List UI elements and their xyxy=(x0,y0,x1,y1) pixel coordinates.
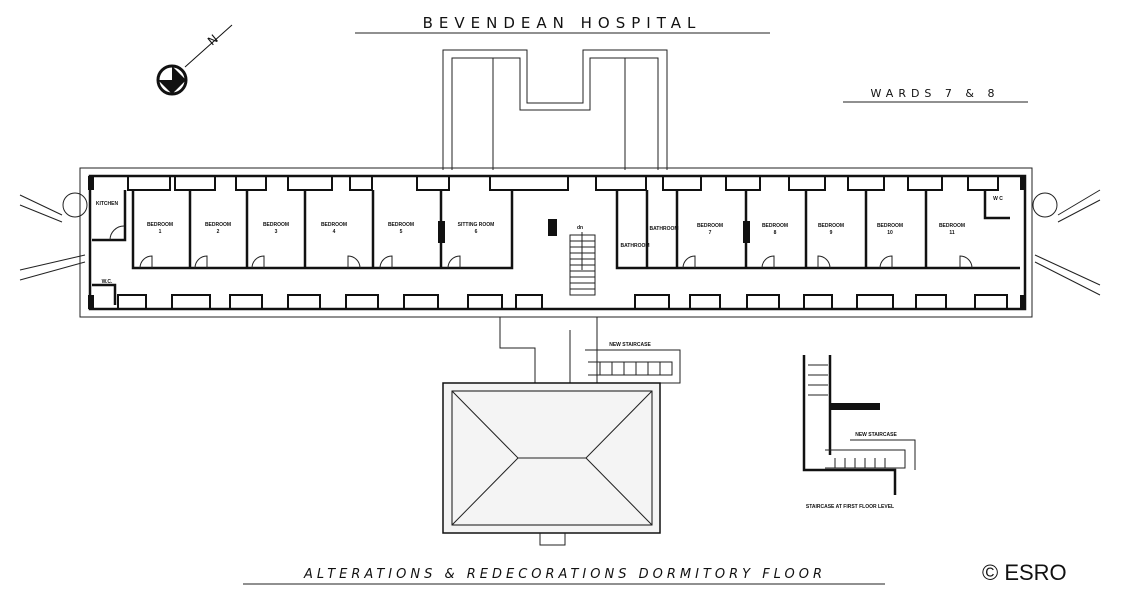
svg-text:11: 11 xyxy=(949,230,955,236)
svg-text:8: 8 xyxy=(774,230,777,236)
wards-subtitle: WARDS 7 & 8 xyxy=(871,87,1000,100)
wc-left-label: W.C. xyxy=(102,279,113,285)
svg-text:3: 3 xyxy=(275,229,278,235)
compass-north-label: N xyxy=(205,32,221,48)
svg-text:BEDROOM: BEDROOM xyxy=(939,223,965,229)
external-stairs xyxy=(19,189,1101,296)
bathroom-2-label: BATHROOM xyxy=(649,226,678,232)
inset-caption: STAIRCASE AT FIRST FLOOR LEVEL xyxy=(806,504,894,510)
svg-text:6: 6 xyxy=(475,229,478,235)
wc-right-label: W C xyxy=(993,196,1003,202)
stair-down-label: dn xyxy=(577,225,583,231)
copyright-notice: © ESRO xyxy=(982,560,1067,585)
svg-text:BEDROOM: BEDROOM xyxy=(388,222,414,228)
svg-text:5: 5 xyxy=(400,229,403,235)
svg-text:BEDROOM: BEDROOM xyxy=(877,223,903,229)
svg-text:BEDROOM: BEDROOM xyxy=(321,222,347,228)
svg-text:SITTING ROOM: SITTING ROOM xyxy=(458,222,495,228)
bathroom-1-label: BATHROOM xyxy=(620,243,649,249)
svg-text:9: 9 xyxy=(830,230,833,236)
square-building xyxy=(442,382,661,546)
svg-text:2: 2 xyxy=(217,229,220,235)
svg-text:BEDROOM: BEDROOM xyxy=(818,223,844,229)
svg-text:BEDROOM: BEDROOM xyxy=(263,222,289,228)
top-annex xyxy=(442,49,668,170)
kitchen-label: KITCHEN xyxy=(96,201,119,207)
inset-new-staircase-label: NEW STAIRCASE xyxy=(855,432,897,438)
drawing-title: BEVENDEAN HOSPITAL xyxy=(423,14,702,32)
new-staircase-label: NEW STAIRCASE xyxy=(609,342,651,348)
svg-text:10: 10 xyxy=(887,230,893,236)
north-compass-icon: N xyxy=(156,24,233,96)
svg-text:BEDROOM: BEDROOM xyxy=(697,223,723,229)
svg-text:1: 1 xyxy=(159,229,162,235)
drawing-footer-title: ALTERATIONS & REDECORATIONS DORMITORY FL… xyxy=(303,567,826,582)
svg-text:BEDROOM: BEDROOM xyxy=(147,222,173,228)
svg-text:BEDROOM: BEDROOM xyxy=(205,222,231,228)
connector-and-new-staircase xyxy=(499,317,681,384)
main-ward-block xyxy=(79,167,1033,318)
svg-text:4: 4 xyxy=(333,229,336,235)
inset-staircase-detail: NEW STAIRCASE STAIRCASE AT FIRST FLOOR L… xyxy=(802,355,916,510)
svg-text:7: 7 xyxy=(709,230,712,236)
svg-text:BEDROOM: BEDROOM xyxy=(762,223,788,229)
